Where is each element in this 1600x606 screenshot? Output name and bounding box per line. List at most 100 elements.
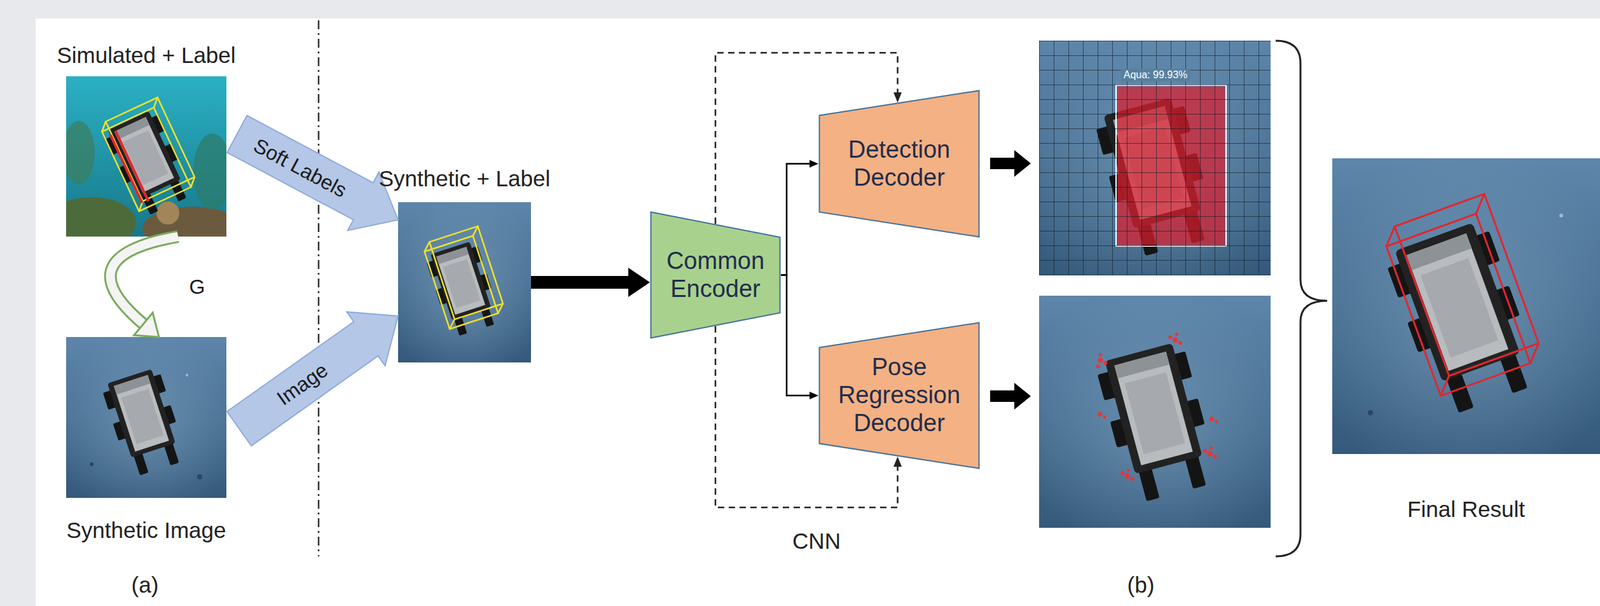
illustration-part [110, 131, 149, 205]
illustration-part [1102, 415, 1107, 420]
illustration-part [1206, 450, 1214, 458]
illustration-part [1174, 331, 1179, 336]
illustration-part [398, 202, 532, 363]
illustration-part [1095, 363, 1101, 369]
illustration-part [1096, 356, 1104, 364]
illustration-part [1126, 468, 1131, 472]
illustration-part [1177, 340, 1183, 346]
illustration-part [1094, 340, 1220, 505]
caption-label: (a) [131, 571, 159, 599]
brace [1275, 40, 1328, 557]
illustration-part [1332, 158, 1600, 455]
illustration-part [1172, 337, 1179, 344]
image-panel: Simulated + Label [66, 76, 227, 237]
output-arrow [990, 150, 1031, 177]
illustration-part [100, 366, 189, 479]
page-panel [35, 18, 1600, 606]
illustration-part [1096, 411, 1103, 418]
decoder-block: Pose Regression Decoder [818, 321, 980, 470]
illustration-part [1381, 193, 1545, 397]
illustration-part [398, 202, 532, 363]
caption-label: (b) [1127, 571, 1155, 599]
encoder-block: Common Encoder [649, 211, 781, 339]
image-panel: Synthetic + Label [398, 202, 532, 363]
image-caption: Final Result [1407, 496, 1525, 523]
illustration-part [105, 97, 195, 201]
illustration-part [422, 226, 506, 330]
illustration-part [424, 235, 499, 329]
illustration-part [1367, 410, 1373, 416]
illustration-part [422, 226, 506, 330]
illustration-part [1332, 158, 1600, 455]
connector [780, 160, 819, 276]
illustration-part [1386, 213, 1531, 396]
connector [531, 267, 650, 297]
edge-label: Image [272, 357, 333, 411]
illustration-part [197, 474, 203, 480]
illustration-part [1214, 419, 1219, 424]
illustration-part [98, 97, 198, 212]
illustration-part [1202, 448, 1208, 454]
illustration-part [1039, 295, 1271, 528]
block-label: Pose Regression Decoder [831, 353, 968, 437]
illustration-part [1039, 40, 1271, 276]
illustration-part [1098, 352, 1103, 357]
block-label: Common Encoder [660, 247, 771, 303]
block-arrow [531, 267, 650, 297]
illustration-part [98, 97, 198, 212]
divider-line [317, 20, 320, 557]
synthetic-image [66, 337, 227, 498]
connector [227, 311, 399, 446]
edge-label: G [189, 274, 206, 299]
illustration-part [1130, 476, 1136, 482]
illustration-part [429, 226, 504, 320]
illustration-part [66, 337, 227, 498]
trapezoid [819, 323, 980, 469]
illustration-part [1212, 454, 1218, 460]
illustration-part [1124, 472, 1131, 479]
simulated-image [47, 76, 245, 252]
connector [110, 236, 179, 338]
detection-tag: Aqua: 99.93% [1121, 68, 1191, 82]
illustration-part [47, 197, 137, 249]
detection-result [1039, 40, 1271, 276]
illustration-part [1039, 295, 1271, 528]
connector [780, 275, 819, 400]
illustration-part [1394, 193, 1539, 376]
caption-label: CNN [792, 527, 841, 555]
connector [227, 115, 399, 231]
curved-arrow-outline [110, 236, 179, 325]
illustration-part [1383, 218, 1545, 419]
labelled-image [398, 202, 532, 363]
curved-arrow-body [110, 236, 179, 325]
arrowhead [809, 160, 819, 168]
connector-line [780, 164, 812, 276]
illustration-part [89, 462, 94, 467]
illustration-part [62, 120, 95, 185]
arrowhead [893, 456, 902, 467]
decoder-block: Detection Decoder [818, 89, 980, 238]
illustration-part [1168, 335, 1174, 341]
block-arrow [227, 311, 399, 446]
final-image [1332, 158, 1600, 455]
image-caption: Synthetic Image [66, 517, 227, 544]
pose-result [1039, 295, 1271, 528]
output-arrow [990, 382, 1031, 410]
illustration-part [101, 107, 191, 212]
block-arrow [227, 115, 399, 231]
illustration-part [185, 373, 189, 377]
illustration-part [1039, 40, 1271, 276]
arrowhead [809, 391, 819, 400]
image-caption: Simulated + Label [56, 41, 236, 69]
image-caption: Synthetic + Label [379, 165, 551, 193]
image-panel: Final Result [1332, 158, 1600, 455]
illustration-part [193, 133, 232, 210]
illustration-part [1102, 360, 1108, 366]
illustration-part [1039, 40, 1271, 276]
illustration-part [1082, 328, 1228, 486]
